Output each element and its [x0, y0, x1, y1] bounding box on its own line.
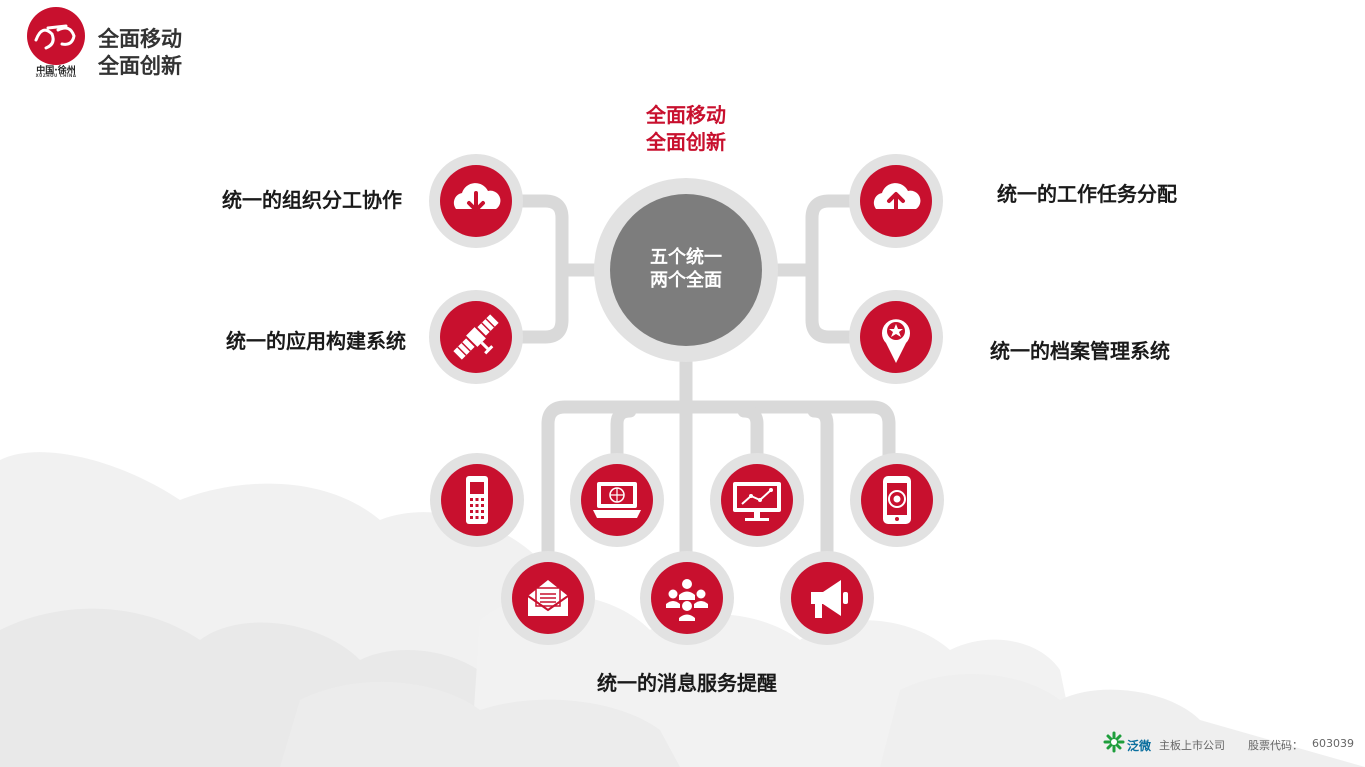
fanwei-brand-icon [1103, 731, 1125, 753]
megaphone-icon[interactable] [780, 551, 874, 645]
logo-title-line1: 全面移动 [98, 27, 182, 51]
hub-label: 五个统一 两个全面 [606, 246, 766, 292]
hub-label-line1: 五个统一 [650, 247, 722, 268]
monitor-chart-icon[interactable] [710, 453, 804, 547]
footer-company-type: 主板上市公司 [1159, 739, 1225, 752]
satellite-icon[interactable] [429, 290, 523, 384]
label-message: 统一的消息服务提醒 [597, 671, 777, 695]
diagram-title-line2: 全面创新 [646, 130, 726, 154]
cloud-download-icon[interactable] [429, 154, 523, 248]
people-group-icon[interactable] [640, 551, 734, 645]
laptop-globe-icon[interactable] [570, 453, 664, 547]
xuzhou-logo [27, 7, 85, 65]
label-org: 统一的组织分工协作 [222, 188, 402, 212]
central-hub [594, 178, 778, 362]
label-task: 统一的工作任务分配 [997, 182, 1177, 206]
cloud-upload-icon[interactable] [849, 154, 943, 248]
map-pin-star-icon[interactable] [849, 290, 943, 384]
footer-stock-code: 603039 [1312, 737, 1354, 750]
footer-stock-label: 股票代码： [1248, 739, 1303, 752]
logo-title: 全面移动 全面创新 [98, 26, 182, 80]
hub-label-line2: 两个全面 [650, 270, 722, 291]
logo-title-line2: 全面创新 [98, 54, 182, 78]
footer-brand: 泛微 [1127, 739, 1152, 753]
smartphone-target-icon[interactable] [850, 453, 944, 547]
background-clouds [0, 452, 1365, 767]
label-archive: 统一的档案管理系统 [990, 339, 1170, 363]
diagram-title-line1: 全面移动 [646, 103, 726, 127]
label-app: 统一的应用构建系统 [226, 329, 406, 353]
diagram-title: 全面移动 全面创新 [600, 102, 772, 156]
envelope-icon[interactable] [501, 551, 595, 645]
logo-city-label: 中国·徐州 [36, 66, 76, 76]
mobile-phone-icon[interactable] [430, 453, 524, 547]
logo-city-label-en: XUZHOU CHINA [35, 73, 77, 78]
